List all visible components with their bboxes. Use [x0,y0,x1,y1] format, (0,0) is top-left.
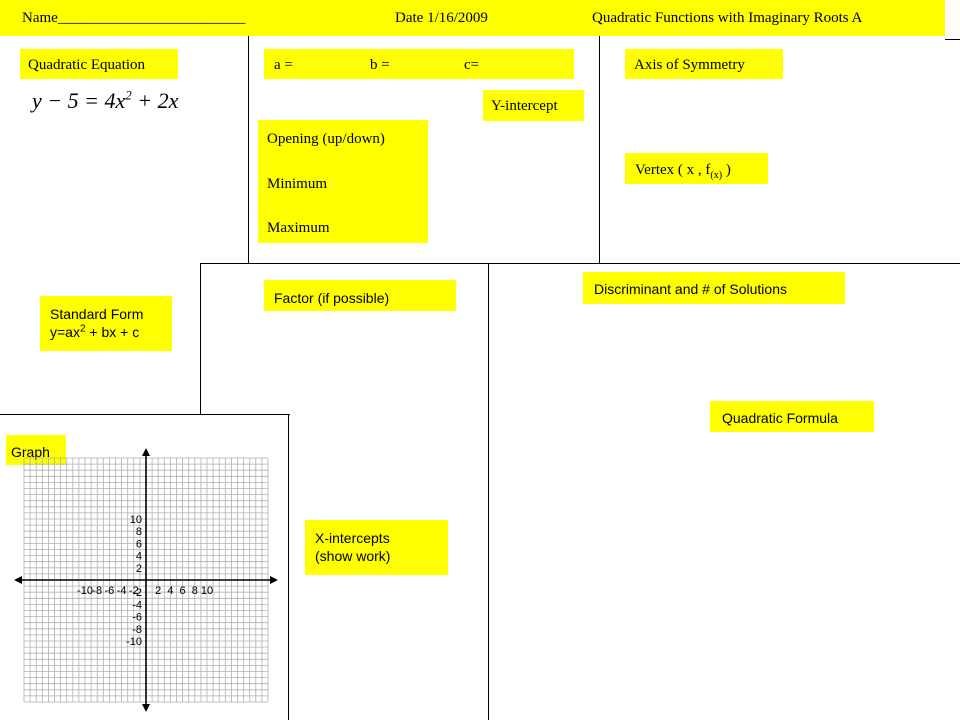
divider-v5 [288,414,289,720]
x-tick-label: 10 [201,585,213,597]
discriminant-text: Discriminant and # of Solutions [594,281,787,297]
y-axis-arrow-down [142,704,150,712]
equation-rhs: + 2x [131,88,179,113]
x-tick-label: -10 [77,585,93,597]
standard-form-exponent: 2 [79,323,86,335]
standard-form-formula: y=ax2 + bx + c [50,323,172,341]
maximum-text: Maximum [267,220,330,236]
graph-label: Graph [6,435,66,465]
coefficients-box: a = b = c= [264,49,574,79]
divider-h-graph [0,414,290,415]
header-bar: Name_________________________ Date 1/16/… [0,0,945,36]
b-label: b = [370,57,390,73]
axis-of-symmetry-label: Axis of Symmetry [625,49,783,79]
vertex-text: Vertex ( x , f [635,162,711,178]
divider-v3 [200,263,201,415]
worksheet-title: Quadratic Functions with Imaginary Roots… [592,10,863,26]
axes [14,448,278,712]
x-tick-label: 2 [155,585,161,597]
quadratic-formula-label: Quadratic Formula [710,401,874,432]
axis-of-symmetry-text: Axis of Symmetry [634,57,745,73]
divider-v4 [488,263,489,720]
x-intercepts-note: (show work) [315,548,391,564]
y-tick-label: -6 [132,612,142,624]
vertex-label: Vertex ( x , f(x) ) [625,153,768,184]
date-label: Date 1/16/2009 [395,10,488,26]
divider-v1 [248,36,249,264]
x-intercepts-label: X-intercepts (show work) [305,520,448,575]
factor-text: Factor (if possible) [274,290,390,306]
standard-form-label: Standard Form y=ax2 + bx + c [40,296,172,351]
x-axis-arrow-left [14,576,22,584]
graph-text: Graph [11,444,50,460]
y-intercept-text: Y-intercept [491,98,558,114]
x-tick-label: 6 [180,585,186,597]
standard-form-rest: + bx + c [85,324,140,340]
opening-text: Opening (up/down) [267,131,385,147]
x-tick-label: -2 [129,585,139,597]
y-intercept-label: Y-intercept [483,90,584,121]
y-tick-label: 6 [136,538,142,550]
equation-lhs: y − 5 = 4x [32,88,126,113]
quadratic-equation-label: Quadratic Equation [20,49,178,79]
y-tick-label: 10 [130,514,142,526]
factor-label: Factor (if possible) [264,280,456,311]
y-tick-label: -4 [132,599,142,611]
y-tick-label: -8 [132,624,142,636]
c-label: c= [464,57,480,73]
minimum-text: Minimum [267,176,328,192]
x-tick-label: 4 [167,585,173,597]
x-tick-label: -6 [105,585,115,597]
equation-exponent: 2 [125,87,132,103]
divider-h-middle [200,263,960,264]
y-tick-label: 2 [136,563,142,575]
y-tick-label: -2 [132,587,142,599]
divider-top [945,39,960,40]
x-tick-label: -4 [117,585,127,597]
x-axis-arrow-right [270,576,278,584]
y-tick-label: -10 [126,636,142,648]
opening-box: Opening (up/down) Minimum Maximum [258,120,428,243]
divider-v2 [599,36,600,264]
vertex-close: ) [722,162,731,178]
name-field: Name_________________________ [22,10,246,26]
standard-form-y: y=ax [50,324,80,340]
y-axis-arrow-up [142,448,150,456]
vertex-subscript: (x) [710,170,723,181]
a-label: a = [274,57,293,73]
discriminant-label: Discriminant and # of Solutions [583,272,845,304]
standard-form-title: Standard Form [50,306,144,322]
x-intercepts-title: X-intercepts [315,530,390,546]
quadratic-equation-text: Quadratic Equation [28,57,146,73]
quadratic-formula-text: Quadratic Formula [722,410,838,426]
x-tick-label: -8 [92,585,102,597]
equation: y − 5 = 4x2 + 2x [32,88,178,114]
y-tick-label: 4 [136,551,142,563]
x-tick-label: 8 [192,585,198,597]
y-tick-label: 8 [136,526,142,538]
